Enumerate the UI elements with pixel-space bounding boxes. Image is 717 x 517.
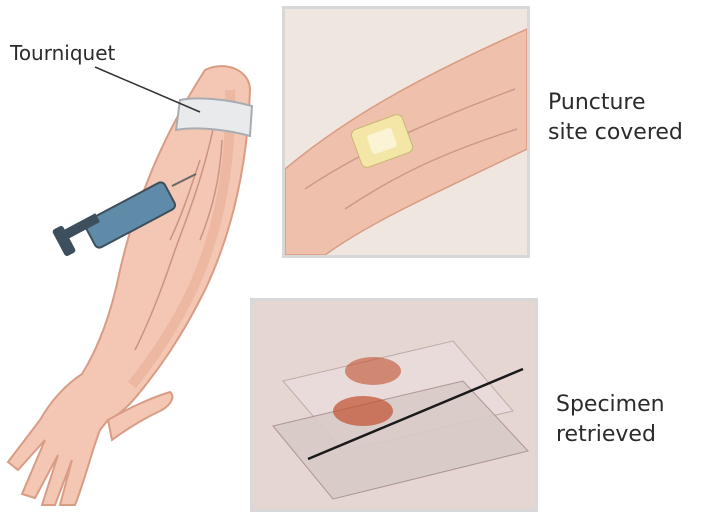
puncture-label-line2: site covered: [548, 118, 683, 148]
tourniquet-label: Tourniquet: [10, 38, 115, 68]
puncture-label-line1: Puncture: [548, 88, 683, 118]
specimen-label-line1: Specimen: [556, 390, 665, 420]
puncture-site-illustration: [285, 9, 527, 255]
arm-shape: [8, 66, 250, 505]
blood-smear-1: [345, 357, 401, 385]
specimen-label-line2: retrieved: [556, 420, 665, 450]
puncture-site-label: Puncture site covered: [548, 88, 683, 148]
glass-slide-illustration: [253, 301, 535, 509]
tourniquet-pointer: [95, 67, 200, 112]
specimen-label: Specimen retrieved: [556, 390, 665, 450]
blood-smear-2: [333, 396, 393, 426]
specimen-panel: [250, 298, 538, 512]
puncture-panel: [282, 6, 530, 258]
